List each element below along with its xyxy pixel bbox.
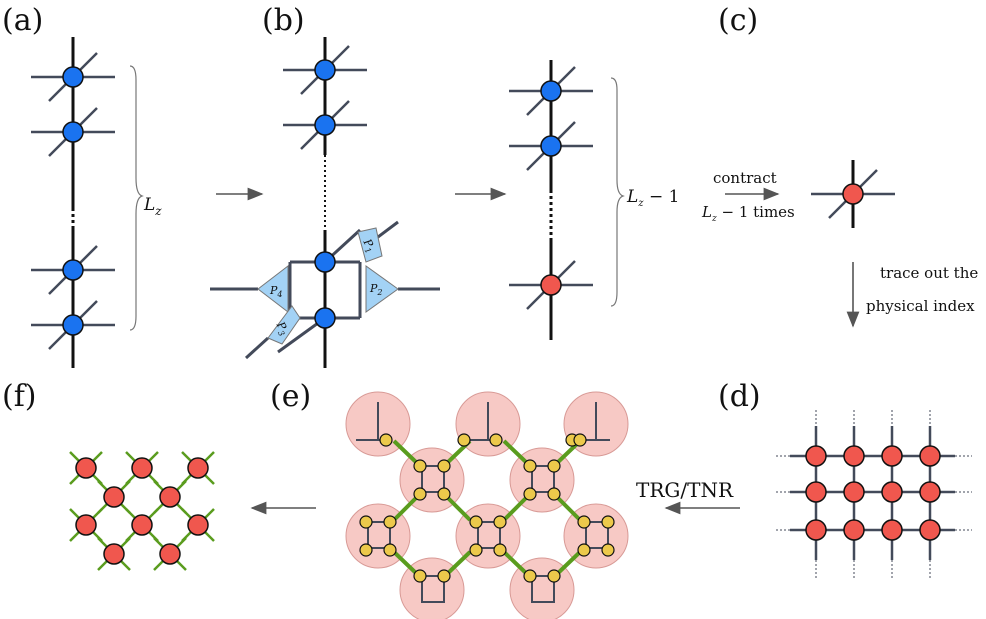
lattice-node xyxy=(75,514,97,536)
tensor-node xyxy=(811,169,895,219)
bond xyxy=(392,494,420,522)
small-node xyxy=(359,543,373,557)
small-node xyxy=(577,515,591,529)
panel-label-d: (d) xyxy=(718,379,761,414)
lattice-node xyxy=(843,481,865,503)
bond xyxy=(554,550,582,577)
small-node xyxy=(493,543,507,557)
small-node xyxy=(547,487,561,501)
lattice-node xyxy=(131,514,153,536)
bond xyxy=(392,550,420,577)
tensor-node xyxy=(509,121,593,171)
contracted-tensor xyxy=(811,160,895,228)
trg-tnr-label: TRG/TNR xyxy=(636,478,734,502)
small-node xyxy=(601,543,615,557)
lattice-node xyxy=(919,481,941,503)
small-node xyxy=(469,543,483,557)
svg-text:P4: P4 xyxy=(269,284,283,299)
small-node xyxy=(601,515,615,529)
lattice-node xyxy=(103,543,125,565)
tensor-node xyxy=(509,66,593,116)
lattice-node xyxy=(881,481,903,503)
small-node xyxy=(523,459,537,473)
small-node xyxy=(547,569,561,583)
lattice-node xyxy=(187,514,209,536)
small-node xyxy=(413,569,427,583)
small-node xyxy=(437,569,451,583)
panel-label-b: (b) xyxy=(262,3,305,38)
tensor-node xyxy=(283,45,367,95)
contract-label: contract xyxy=(713,169,777,187)
tensor-node xyxy=(31,300,115,350)
lattice-node xyxy=(805,481,827,503)
lattice-node xyxy=(843,519,865,541)
small-node xyxy=(383,515,397,529)
lattice-node xyxy=(805,445,827,467)
lz-minus-1-label: Lz − 1 xyxy=(626,187,679,209)
small-node xyxy=(413,487,427,501)
small-node xyxy=(573,433,587,447)
panel-label-c: (c) xyxy=(718,3,758,38)
bond xyxy=(502,439,530,466)
panel-label-f: (f) xyxy=(2,379,37,414)
square-lattice xyxy=(776,410,972,578)
lattice-node xyxy=(881,519,903,541)
svg-text:P2: P2 xyxy=(369,282,383,297)
lattice-node xyxy=(187,457,209,479)
tensor-node xyxy=(31,107,115,157)
small-node xyxy=(437,459,451,473)
tensor-node xyxy=(509,260,593,310)
bond xyxy=(502,494,530,522)
lattice-node xyxy=(159,486,181,508)
bond xyxy=(392,439,420,466)
tensor-node xyxy=(31,245,115,295)
small-node xyxy=(437,487,451,501)
small-node xyxy=(457,433,471,447)
rotated-lattice xyxy=(69,451,215,571)
small-node xyxy=(379,433,393,447)
tensor-node xyxy=(314,307,336,329)
tensor-node xyxy=(283,100,367,150)
lattice-node xyxy=(843,445,865,467)
lattice-node xyxy=(919,519,941,541)
projector-p1: P1 xyxy=(357,227,383,263)
panel-label-a: (a) xyxy=(2,3,43,38)
panel-a-stack: Lz xyxy=(31,37,162,368)
projector-p4: P4 xyxy=(257,264,289,314)
tensor-node xyxy=(31,52,115,102)
projector-p2: P2 xyxy=(365,265,399,313)
small-node xyxy=(523,569,537,583)
small-node xyxy=(469,515,483,529)
small-node xyxy=(359,515,373,529)
small-node xyxy=(493,515,507,529)
lattice-node xyxy=(131,457,153,479)
bond xyxy=(554,494,582,522)
bond xyxy=(444,494,472,522)
lattice-node xyxy=(159,543,181,565)
bond xyxy=(502,550,530,577)
lattice-node xyxy=(103,486,125,508)
lattice-node xyxy=(881,445,903,467)
small-node xyxy=(523,487,537,501)
small-node xyxy=(577,543,591,557)
panel-b-stack: P4 P2 P1 P3 xyxy=(210,37,440,368)
lattice-node xyxy=(75,457,97,479)
small-node xyxy=(547,459,561,473)
small-node xyxy=(489,433,503,447)
tensor-node xyxy=(314,251,336,273)
small-node xyxy=(383,543,397,557)
trace-label-line2: physical index xyxy=(866,297,975,315)
lz-label: Lz xyxy=(143,195,162,218)
contract-times-label: Lz − 1 times xyxy=(701,203,795,224)
lattice-node xyxy=(919,445,941,467)
coarse-grained-network xyxy=(345,391,629,619)
panel-label-e: (e) xyxy=(270,379,311,414)
small-node xyxy=(413,459,427,473)
lattice-node xyxy=(805,519,827,541)
panel-b-reduced-stack: Lz − 1 xyxy=(509,60,679,340)
bond xyxy=(444,550,472,577)
trace-label-line1: trace out the xyxy=(880,264,978,282)
